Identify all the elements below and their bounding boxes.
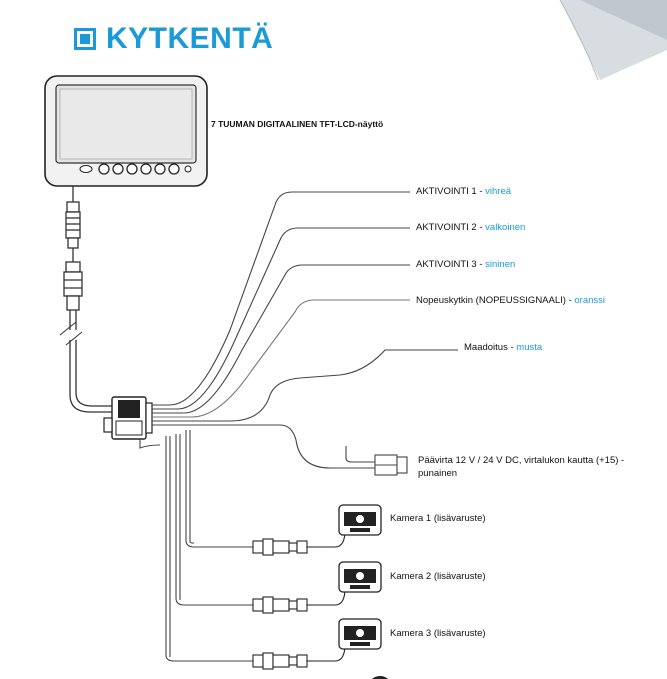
junction-box [103,396,153,440]
camera-wires [139,430,253,662]
camera-2-label: Kamera 2 (lisävaruste) [390,571,486,582]
camera-1-label: Kamera 1 (lisävaruste) [390,513,486,524]
power-wire [152,424,408,476]
page-dot-decoration [372,676,388,679]
camera-connector-2 [252,587,346,614]
camera-connector-3 [252,643,346,670]
camera-connector-1 [252,529,346,556]
wire-label-activation-2: AKTIVOINTI 2 - valkoinen [416,222,526,233]
page-title-wrap: KYTKENTÄ [74,22,273,56]
power-label: Päävirta 12 V / 24 V DC, virtalukon kaut… [418,455,625,479]
wire-label-speed-switch: Nopeuskytkin (NOPEUSSIGNAALI) - oranssi [416,295,606,306]
camera-1 [338,504,382,536]
camera-2 [338,561,382,593]
page-title: KYTKENTÄ [106,22,274,55]
monitor-buttons [79,163,192,175]
wire-label-activation-1: AKTIVOINTI 1 - vihreä [416,186,512,197]
monitor-label: 7 TUUMAN DIGITAALINEN TFT-LCD-näyttö [211,119,384,129]
camera-3-label: Kamera 3 (lisävaruste) [390,628,486,639]
wire-label-activation-3: AKTIVOINTI 3 - sininen [416,259,516,270]
camera-3 [338,618,382,650]
monitor [44,75,208,187]
wire-label-ground: Maadoitus - musta [464,342,543,353]
page-curl-decoration [559,0,667,81]
signal-wires [152,191,458,422]
monitor-cable [59,186,112,413]
title-square-icon [74,28,96,50]
